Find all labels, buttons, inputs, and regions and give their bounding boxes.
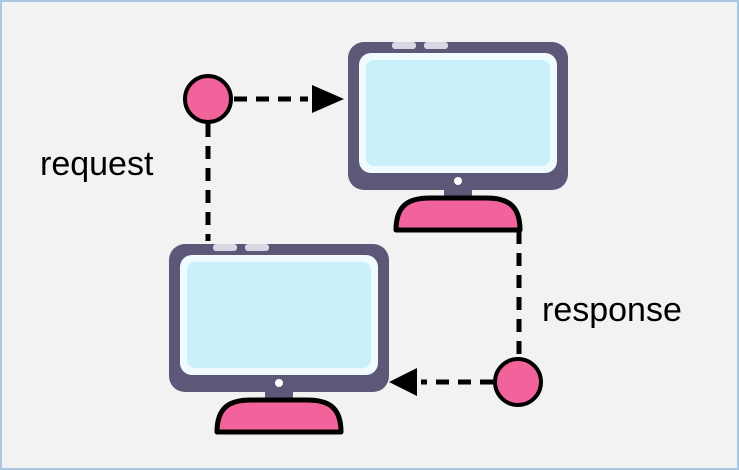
request-arrowhead-icon <box>312 85 344 113</box>
response-label: response <box>542 291 682 329</box>
response-arrowhead-icon <box>389 368 417 396</box>
computer-icon-top <box>348 42 568 230</box>
response-node-icon <box>493 357 543 407</box>
computer-icon-bottom <box>169 244 389 432</box>
request-node-icon <box>183 74 233 124</box>
request-label: request <box>40 145 154 183</box>
